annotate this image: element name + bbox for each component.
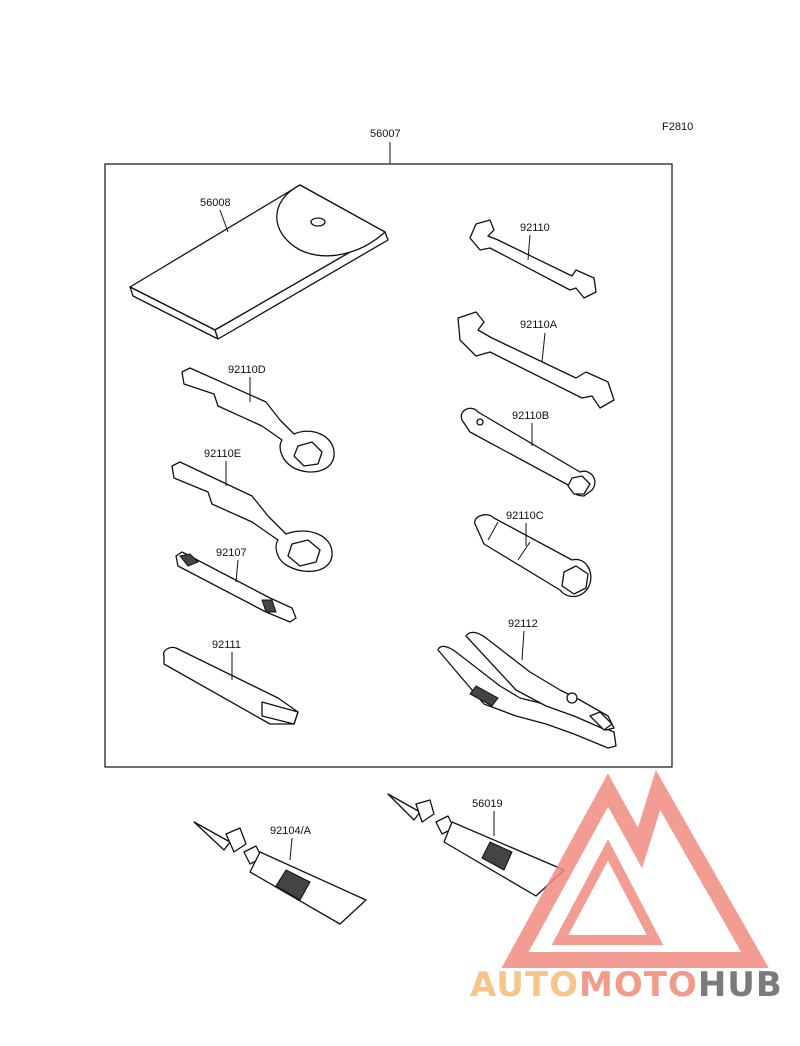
part-label-92110d: 92110D [228, 364, 266, 376]
box-end-wrench-d [181, 367, 335, 473]
part-label-92111: 92111 [212, 639, 241, 651]
box-end-wrench-e [171, 461, 333, 573]
part-label-92110c: 92110C [506, 510, 544, 522]
leader-92112 [521, 630, 525, 661]
leader-92110 [527, 234, 531, 261]
part-label-92107: 92107 [216, 547, 247, 559]
part-label-56008: 56008 [200, 197, 231, 209]
kit-number-label: 56007 [370, 128, 401, 140]
open-end-wrench-large [457, 311, 615, 409]
watermark-hub: HUB [698, 965, 783, 1005]
part-label-92110b: 92110B [512, 410, 549, 422]
part-label-92112: 92112 [508, 618, 538, 630]
leader-92110a [541, 332, 546, 363]
tool-kit-frame [104, 163, 673, 768]
watermark-logo [501, 770, 769, 968]
leader-92107 [235, 559, 239, 583]
spark-plug-socket [474, 514, 592, 598]
watermark-brand: AUTOMOTOHUB [470, 965, 783, 1005]
tool-pouch [129, 184, 389, 340]
grease-tube-92104 [193, 821, 367, 925]
extension-handle [163, 646, 299, 725]
open-end-wrench-small [469, 219, 597, 299]
leader-56008 [219, 209, 229, 233]
part-label-56019: 56019 [472, 798, 503, 810]
part-label-92110e: 92110E [204, 448, 241, 460]
leader-92104a [289, 837, 293, 861]
pliers [437, 631, 617, 749]
grease-tube-56019 [387, 793, 565, 897]
screwdriver-bit [175, 551, 297, 623]
part-label-92110a: 92110A [520, 319, 558, 331]
figure-code: F2810 [662, 121, 693, 133]
box-spanner-b [460, 407, 596, 497]
part-label-92110: 92110 [520, 222, 550, 234]
part-label-92104a: 92104/A [270, 825, 312, 837]
watermark-auto: AUTO [470, 965, 579, 1005]
watermark-moto: MOTO [579, 965, 698, 1005]
